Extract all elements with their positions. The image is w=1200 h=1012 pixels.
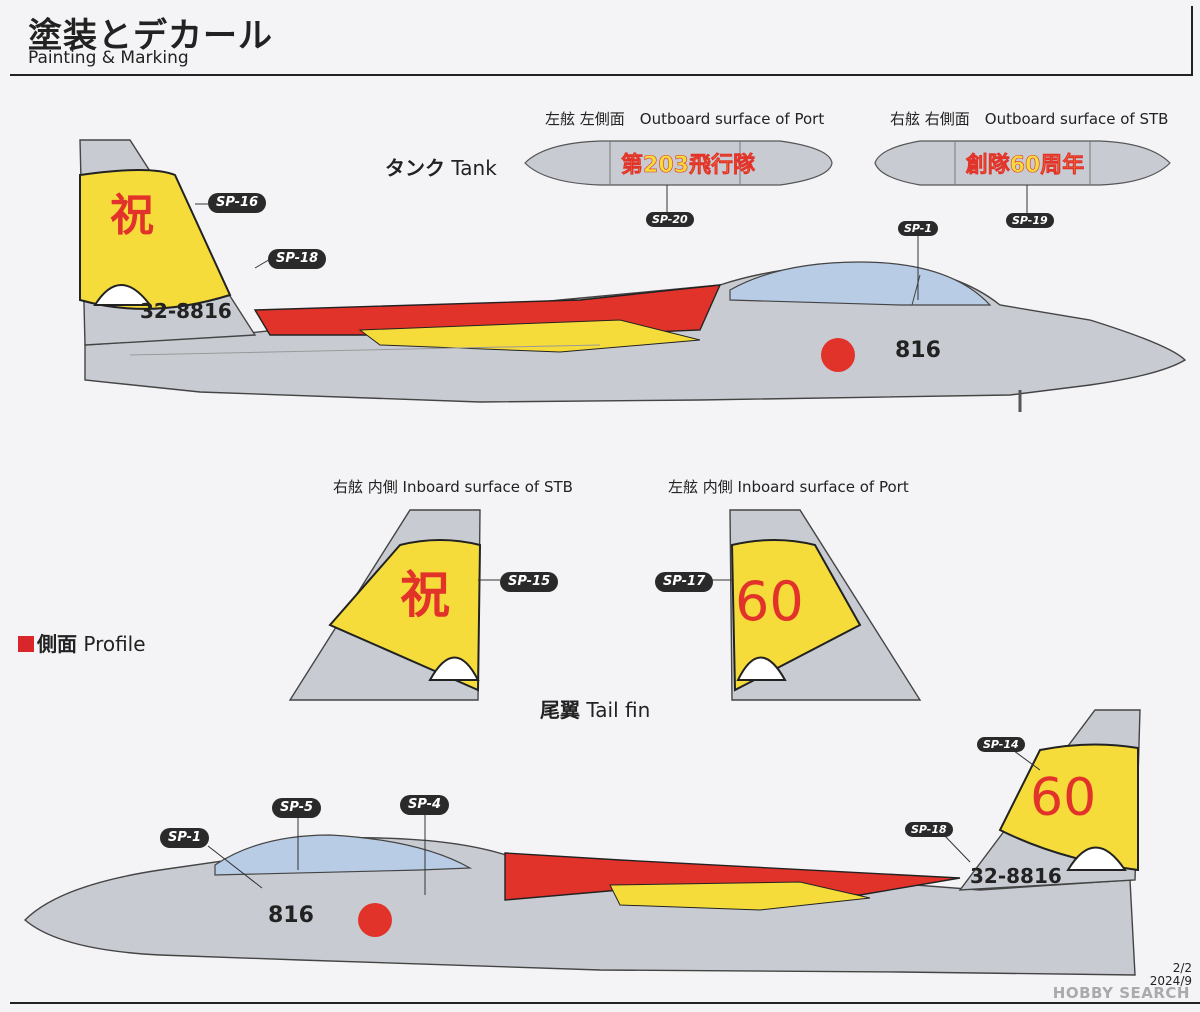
profile-title-en: Profile: [83, 632, 146, 656]
tailfin-title: 尾翼 Tail fin: [540, 694, 650, 723]
tank-stb: 創隊60周年: [874, 140, 1171, 213]
callout-top-sp-18: SP-18: [268, 249, 327, 269]
page-number: 2/2 2024/9: [1150, 962, 1192, 988]
tailfin-title-jp: 尾翼: [540, 698, 580, 722]
callout-bottom-sp-4: SP-4: [400, 795, 450, 815]
page-title-en: Painting & Marking: [28, 48, 189, 68]
tank-stb-text: 創隊60周年: [966, 152, 1085, 178]
tank-stb-label: 右舷 右側面 Outboard surface of STB: [890, 110, 1169, 128]
page-title-jp: 塗装とデカール: [28, 16, 273, 56]
callout-bottom-sp-18: SP-18: [905, 822, 953, 837]
aircraft-bottom: 60 32-8816 816: [23, 709, 1141, 976]
callout-bottom-sp-5: SP-5: [272, 798, 322, 818]
top-tail-kanji: 祝: [110, 190, 154, 241]
page-date: 2024/9: [1149, 974, 1192, 988]
tank-title-en: Tank: [451, 156, 497, 180]
callout-sp-15: SP-15: [500, 572, 559, 592]
tank-title-jp: タンク: [385, 156, 445, 180]
profile-title-jp: 側面: [37, 632, 77, 656]
callout-sp-20: SP-20: [646, 212, 694, 227]
red-square-icon: [18, 636, 34, 652]
header-frame: [10, 6, 1193, 76]
tank-port-label: 左舷 左側面 Outboard surface of Port: [545, 110, 825, 128]
profile-title: 側面 Profile: [18, 628, 146, 657]
tailfin-stb-kanji: 祝: [400, 566, 450, 624]
callout-top-sp-16: SP-16: [208, 193, 267, 213]
watermark: HOBBY SEARCH: [1052, 984, 1190, 1002]
tailfin-port-label: 左舷 内側 Inboard surface of Port: [668, 478, 909, 496]
footer-divider: [10, 1002, 1200, 1004]
callout-bottom-sp-1: SP-1: [160, 828, 210, 848]
page-count: 2/2: [1172, 961, 1192, 975]
tailfin-stb: 祝: [288, 509, 500, 701]
callout-sp-19: SP-19: [1006, 213, 1054, 228]
bottom-nose-number: 816: [268, 903, 314, 928]
bottom-tail-number: 60: [1030, 768, 1096, 828]
tailfin-port: 60: [710, 509, 922, 701]
tank-port-text: 第203飛行隊: [621, 152, 756, 178]
callout-sp-17: SP-17: [655, 572, 714, 592]
tank-title: タンク Tank: [385, 152, 497, 181]
callout-top-sp-1: SP-1: [898, 221, 939, 236]
top-serial: 32-8816: [140, 299, 232, 323]
tailfin-port-number: 60: [735, 570, 804, 633]
aircraft-top: 祝 32-8816 816: [79, 139, 1187, 412]
callout-bottom-sp-14: SP-14: [977, 737, 1025, 752]
tailfin-title-en: Tail fin: [586, 698, 651, 722]
tailfin-stb-label: 右舷 内側 Inboard surface of STB: [333, 478, 573, 496]
tank-port: 第203飛行隊: [524, 140, 833, 212]
bottom-serial: 32-8816: [970, 864, 1062, 888]
top-nose-number: 816: [895, 338, 941, 363]
